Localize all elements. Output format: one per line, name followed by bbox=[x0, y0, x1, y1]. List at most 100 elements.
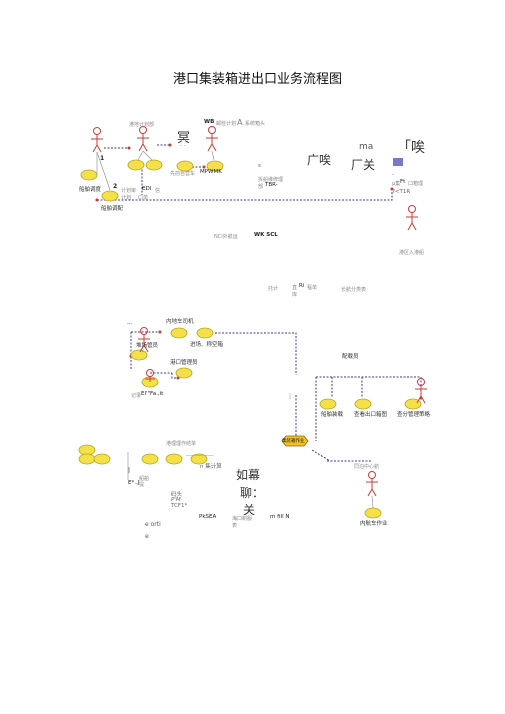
label-a: A bbox=[237, 118, 243, 127]
label-port-mgr: 港口管理员 bbox=[170, 360, 198, 366]
actor-figure bbox=[91, 127, 103, 153]
label-plan-dept: 港地计划部 bbox=[129, 122, 155, 128]
label-ft: Ft bbox=[400, 179, 406, 185]
label-right-b: 同泊中心航 bbox=[354, 464, 380, 470]
flow-line bbox=[215, 332, 297, 375]
actor-figure bbox=[206, 126, 218, 152]
number-1: 1 bbox=[100, 155, 105, 162]
label-pin: 聊： bbox=[240, 486, 265, 500]
page-title: 港口集装箱进出口业务流程图 bbox=[173, 72, 343, 87]
actor-figure bbox=[137, 126, 149, 152]
label-m2-b: Ri bbox=[299, 283, 305, 289]
connector-line bbox=[96, 151, 111, 191]
use-case-ellipse bbox=[175, 367, 193, 379]
glyph-ming: 冥 bbox=[177, 131, 191, 146]
connector-line bbox=[142, 150, 153, 161]
connector-dot bbox=[158, 330, 162, 334]
connector-line bbox=[139, 349, 145, 353]
label-bar: | bbox=[289, 393, 292, 400]
label-edi-1: 计划审 bbox=[121, 188, 137, 194]
label-tbr-b: 部 bbox=[258, 184, 264, 190]
label-tbr-a: 拆船维修理 bbox=[258, 177, 284, 183]
actor-figure bbox=[415, 378, 427, 404]
label-guang: 广唉 bbox=[307, 153, 332, 167]
label-b2: n 集计算 bbox=[200, 464, 222, 470]
use-case-ellipse bbox=[78, 444, 96, 456]
use-case-ellipse bbox=[141, 453, 159, 465]
label-m1: 托计 bbox=[268, 286, 279, 292]
label-weigh: 进场、称空箱 bbox=[190, 342, 224, 348]
label-loader: 配载员 bbox=[342, 354, 359, 360]
connector-dot bbox=[168, 143, 172, 147]
actor-figure bbox=[145, 369, 155, 382]
label-export-chart: 查看出口箱图 bbox=[354, 412, 388, 418]
label-b5-b: P'M bbox=[171, 497, 181, 503]
label-changguan: 厂关 bbox=[351, 158, 376, 172]
label-s: s bbox=[258, 163, 261, 169]
connector-line bbox=[137, 150, 144, 161]
actor-figure bbox=[406, 205, 418, 231]
number-2: 2 bbox=[113, 183, 118, 190]
use-case-ellipse bbox=[127, 159, 145, 171]
label-wk-scl: WK SCL bbox=[254, 232, 278, 238]
use-case-ellipse bbox=[78, 453, 96, 465]
label-ma: ma bbox=[359, 142, 374, 152]
label-b5-a: 码头 bbox=[171, 492, 183, 498]
label-eorti: e orti bbox=[145, 521, 161, 528]
label-wb-right: 系统箱头 bbox=[245, 121, 266, 127]
label-rdb-a: 海口制服 bbox=[232, 516, 253, 522]
label-dash: ... bbox=[127, 319, 133, 326]
label-wb: WB bbox=[204, 119, 215, 125]
label-left-bottom: El'"Fa.,it bbox=[141, 391, 164, 397]
connector-dot bbox=[127, 146, 131, 150]
label-b4: E*..J bbox=[128, 480, 140, 486]
label-m2-a: 直 bbox=[292, 285, 298, 291]
label-ft-b: 口箱理 bbox=[408, 181, 424, 187]
marker-square bbox=[393, 158, 403, 166]
label-right-c: 内航车作业 bbox=[360, 521, 388, 527]
label-strategy: 查分管理策略 bbox=[397, 412, 431, 418]
use-case-ellipse bbox=[190, 453, 208, 465]
flow-line bbox=[171, 373, 178, 379]
label-fill: m fill N bbox=[270, 514, 290, 520]
label-edi-3: 计划 bbox=[121, 195, 132, 201]
label-ship-load: 船舶装载 bbox=[321, 412, 344, 418]
label-tzr: ?<T1R bbox=[392, 189, 411, 195]
label-b3-b: 船舶 bbox=[139, 476, 150, 482]
use-case-ellipse bbox=[93, 453, 111, 465]
connector-dot bbox=[202, 165, 206, 169]
label-m2-d: 库 bbox=[292, 292, 298, 298]
label-rumu: 如幕 bbox=[236, 468, 261, 482]
actor-figure bbox=[138, 327, 150, 353]
label-yard-mgr: 堆场管员 bbox=[136, 343, 159, 349]
label-m2-c: 程单 bbox=[307, 285, 318, 291]
label-nci: NCI外航运 bbox=[214, 234, 238, 240]
use-case-ellipse bbox=[130, 349, 148, 361]
label-b3-c: 提 bbox=[139, 482, 145, 488]
use-case-ellipse bbox=[319, 398, 337, 410]
label-ship-alloc: 船舶调配 bbox=[101, 206, 124, 212]
connector-dot bbox=[390, 187, 394, 191]
label-edi-2: 信 bbox=[155, 188, 161, 194]
use-case-ellipse bbox=[165, 453, 183, 465]
label-b5-c: TCF1* bbox=[171, 503, 188, 509]
label-mpwmk: MPWMK bbox=[200, 169, 222, 175]
label-b1: 港理理作结单 bbox=[166, 441, 197, 447]
connector-line bbox=[371, 495, 374, 509]
connector-dot bbox=[95, 198, 99, 202]
label-edi: EDI bbox=[142, 186, 152, 192]
label-underline: ___________ bbox=[186, 450, 214, 456]
label-right-actor: 港区入港船 bbox=[399, 250, 425, 256]
use-case-ellipse bbox=[364, 507, 382, 519]
label-ship-dispatch: 船舶调度 bbox=[79, 187, 102, 193]
label-truck-driver: 内地车司机 bbox=[166, 319, 194, 325]
label-left-bottom-a: 记录 bbox=[131, 393, 142, 399]
use-case-ellipse bbox=[80, 169, 98, 181]
connector-line bbox=[211, 150, 215, 161]
label-m3: 长航分类表 bbox=[341, 287, 367, 293]
label-right-big: 「唉 bbox=[397, 140, 425, 156]
process-hexagon bbox=[281, 435, 309, 447]
label-psea: PkSEA bbox=[199, 514, 217, 520]
use-case-ellipse bbox=[206, 160, 224, 172]
